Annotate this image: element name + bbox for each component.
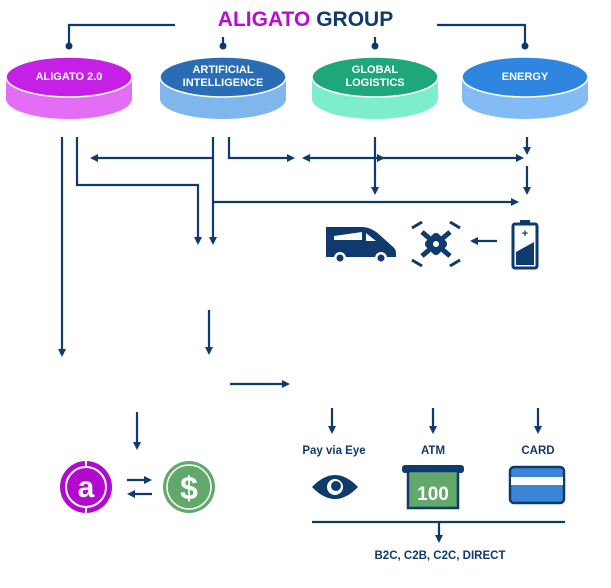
svg-text:$: $ <box>180 470 198 506</box>
wallet-label: AligatoWALLET <box>87 377 185 392</box>
connector <box>437 23 527 45</box>
drone-icon <box>411 220 461 268</box>
atm-icon: 100 <box>402 465 464 510</box>
connector <box>67 23 175 45</box>
card-label: CARD <box>521 445 555 457</box>
pay-via-eye-label: Pay via Eye <box>302 445 366 457</box>
payment-management-box[interactable]: Payment management <box>311 367 565 400</box>
division-disc[interactable] <box>461 56 589 119</box>
division-label: ENERGY <box>501 71 549 83</box>
title-aligato: ALIGATO <box>217 8 311 31</box>
connectors <box>58 23 565 543</box>
van-icon <box>326 227 396 264</box>
eye-icon <box>312 475 358 499</box>
title-group: GROUP <box>316 8 394 31</box>
diagram-title: ALIGATO GROUP <box>0 8 611 32</box>
svg-text:a: a <box>78 471 95 504</box>
division-disc[interactable] <box>311 56 439 119</box>
division-label: ALIGATO 2.0 <box>35 71 103 83</box>
svg-text:100: 100 <box>417 484 449 505</box>
card-icon <box>508 465 566 505</box>
division-disc[interactable] <box>5 56 133 119</box>
svg-text:+: + <box>522 228 528 240</box>
marketplace-label: MARKETPLACE <box>162 270 251 282</box>
battery-icon: + <box>511 220 539 270</box>
footer-label: B2C, C2B, C2C, DIRECT <box>374 550 506 562</box>
atm-label: ATM <box>420 445 446 457</box>
wallet-box[interactable]: AligatoWALLET <box>49 368 223 401</box>
marketplace-box[interactable]: MARKETPLACE <box>134 255 279 297</box>
payment-label: Payment management <box>374 376 502 391</box>
dollar-coin-icon: $ <box>163 461 215 513</box>
aligato-coin-icon: a <box>60 461 112 513</box>
division-disc[interactable] <box>159 56 287 119</box>
